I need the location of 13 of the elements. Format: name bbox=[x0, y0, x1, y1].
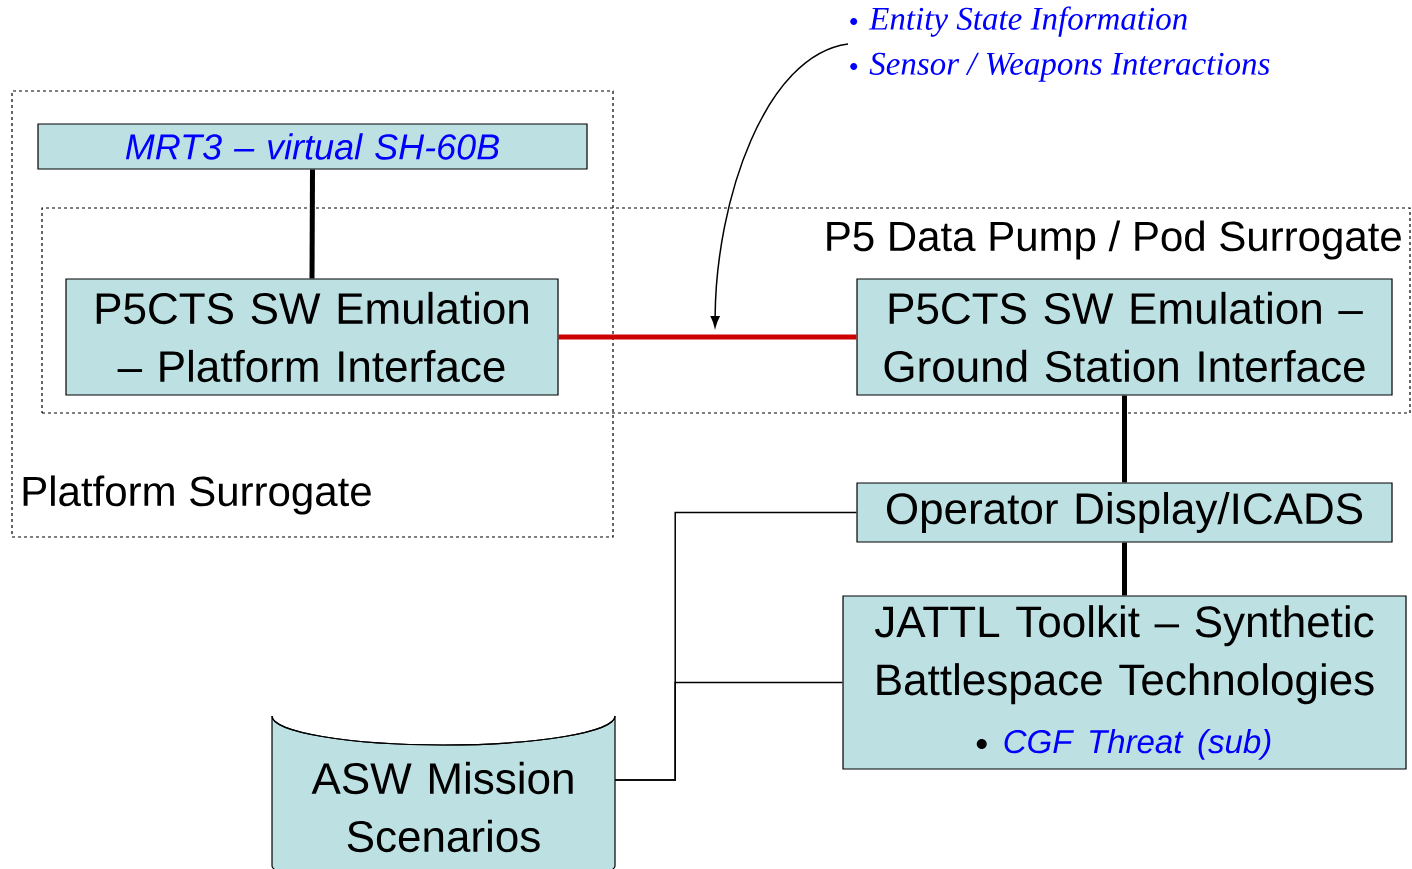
connector-line bbox=[1122, 542, 1127, 596]
connector-line bbox=[614, 681, 844, 781]
process-box: MRT3 – virtual SH-60B bbox=[37, 123, 588, 170]
process-box: JATTL Toolkit – Synthetic Battlespace Technologies CGF Threat (sub) bbox=[842, 595, 1407, 770]
process-box: P5CTS SW Emulation – Ground Station Interface bbox=[856, 278, 1393, 396]
connector-line bbox=[558, 334, 857, 340]
leader-line bbox=[710, 43, 849, 328]
process-box: P5CTS SW Emulation – Platform Interface bbox=[65, 278, 559, 396]
annotation-text: Entity State Information Sensor / Weapons Interactions bbox=[850, 6, 1270, 82]
connector-line bbox=[1122, 395, 1127, 483]
process-box: Operator Display/ICADS bbox=[856, 482, 1393, 543]
connector-line bbox=[309, 169, 315, 279]
database-cylinder: ASW Mission Scenarios bbox=[271, 715, 616, 869]
